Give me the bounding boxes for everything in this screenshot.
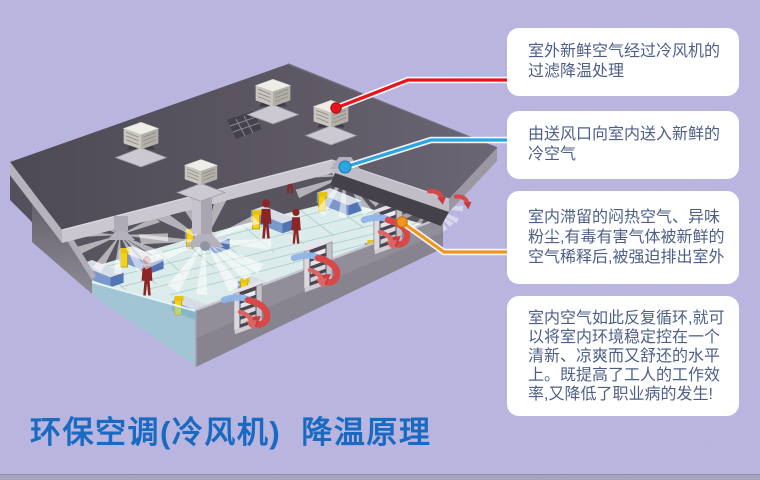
callout-dot-fresh-air: [330, 102, 342, 114]
callout-box-supply-air: 由送风口向室内送入新鲜的冷空气: [507, 111, 739, 179]
rooftop-cooler-unit: [115, 121, 167, 168]
diffuser-duct: [107, 216, 135, 240]
rooftop-coolers: [115, 78, 357, 202]
callout-dot-supply-air: [338, 160, 352, 174]
callout-box-exhaust: 室内滞留的闷热空气、异味粉尘,有毒有害气体被新鲜的空气稀释后,被强迫排出室外: [507, 191, 739, 284]
callout-line-fresh-air: [335, 78, 509, 110]
callout-text-circulation: 室内空气如此反复循环,就可以将室内环境稳定控在一个清新、凉爽而又舒还的水平上。既…: [528, 309, 725, 403]
rooftop-cooler-unit: [247, 78, 299, 125]
callout-text-supply-air: 由送风口向室内送入新鲜的冷空气: [528, 126, 721, 163]
callout-dot-exhaust: [396, 216, 408, 228]
callout-box-fresh-air: 室外新鲜空气经过冷风机的过滤降温处理: [507, 28, 739, 96]
supply-duct: [186, 198, 224, 251]
callout-text-exhaust: 室内滞留的闷热空气、异味粉尘,有毒有害气体被新鲜的空气稀释后,被强迫排出室外: [528, 208, 725, 266]
bottom-edge-bar: [0, 474, 760, 480]
callout-line-exhaust: [401, 220, 509, 254]
factory-building: [10, 63, 498, 367]
callout-box-circulation: 室内空气如此反复循环,就可以将室内环境稳定控在一个清新、凉爽而又舒还的水平上。既…: [507, 296, 739, 416]
roof-vent-grid: [227, 111, 262, 139]
page-title: 环保空调(冷风机) 降温原理: [30, 415, 432, 450]
callout-text-fresh-air: 室外新鲜空气经过冷风机的过滤降温处理: [528, 43, 721, 80]
rooftop-cooler-unit-tagged: [305, 99, 357, 146]
diffuser-hub: [200, 241, 210, 251]
callout-lines: [330, 76, 509, 256]
eave-recess: [330, 173, 449, 226]
glass-cut-panel: [91, 281, 197, 366]
callout-line-supply-air: [344, 138, 509, 169]
